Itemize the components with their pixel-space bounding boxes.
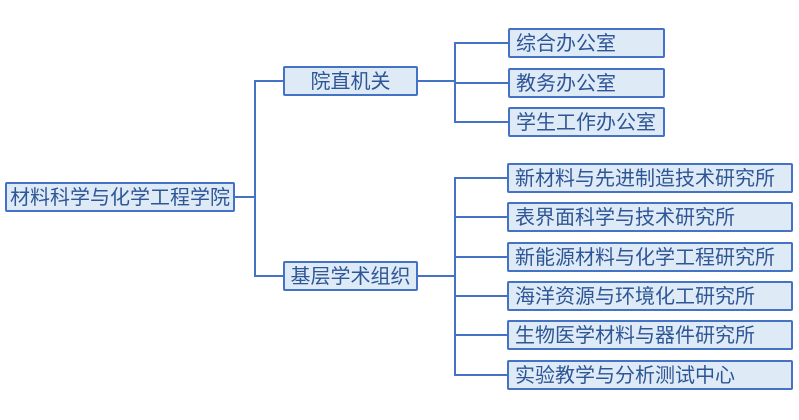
org-node-branch-offices: 院直机关: [283, 66, 418, 96]
connector-branch2-out: [418, 275, 455, 277]
connector-group2-stub: [454, 334, 507, 336]
org-node-institute-surface-science: 表界面科学与技术研究所: [507, 202, 793, 232]
connector-group2-stub: [454, 177, 507, 179]
connector-branch1-in: [254, 80, 283, 82]
connector-root-stub: [235, 196, 255, 198]
org-node-academic-affairs-office: 教务办公室: [508, 68, 665, 98]
org-node-general-office: 综合办公室: [508, 28, 665, 58]
org-node-center-experimental-teaching: 实验教学与分析测试中心: [507, 360, 793, 390]
org-node-institute-new-materials: 新材料与先进制造技术研究所: [507, 163, 793, 193]
connector-branch2-in: [254, 275, 283, 277]
connector-group2-stub: [454, 295, 507, 297]
connector-group2-stub: [454, 216, 507, 218]
org-node-root: 材料科学与化学工程学院: [5, 182, 235, 212]
connector-group1-stub: [454, 121, 508, 123]
connector-branch1-out: [418, 80, 455, 82]
org-node-student-work-office: 学生工作办公室: [508, 107, 665, 137]
org-node-institute-new-energy: 新能源材料与化学工程研究所: [507, 242, 793, 272]
org-node-institute-biomedical: 生物医学材料与器件研究所: [507, 320, 793, 350]
connector-group2-stub: [454, 374, 507, 376]
connector-group1-stub: [454, 82, 508, 84]
connector-group2-stub: [454, 256, 507, 258]
connector-trunk: [254, 80, 256, 277]
connector-group1-stub: [454, 42, 508, 44]
connector-group2-vertical: [454, 177, 456, 376]
org-node-branch-academic-orgs: 基层学术组织: [283, 261, 418, 291]
org-node-institute-marine-resources: 海洋资源与环境化工研究所: [507, 281, 793, 311]
